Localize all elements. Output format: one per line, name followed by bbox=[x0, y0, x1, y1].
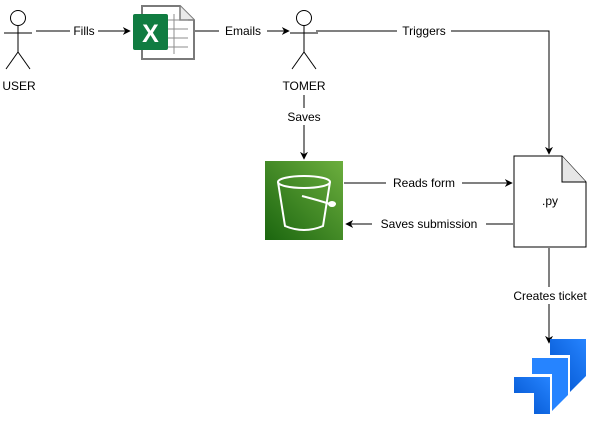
user-actor: USER bbox=[2, 10, 36, 93]
edge-saves: Saves bbox=[282, 95, 326, 160]
edge-label-saves-submission: Saves submission bbox=[381, 217, 478, 231]
jira-icon bbox=[514, 339, 586, 414]
edge-label-creates-ticket: Creates ticket bbox=[513, 289, 587, 303]
edge-saves-submission: Saves submission bbox=[345, 216, 513, 232]
edge-triggers: Triggers bbox=[316, 23, 553, 155]
edge-creates-ticket: Creates ticket bbox=[504, 248, 594, 344]
s3-bucket-icon bbox=[265, 161, 343, 240]
edge-emails: Emails bbox=[195, 23, 290, 39]
stick-figure-icon bbox=[4, 10, 32, 70]
script-label: .py bbox=[542, 194, 558, 208]
edge-label-reads-form: Reads form bbox=[393, 176, 455, 190]
edge-reads-form: Reads form bbox=[344, 175, 513, 191]
tomer-label: TOMER bbox=[282, 79, 325, 93]
svg-text:X: X bbox=[142, 20, 159, 48]
excel-icon: X bbox=[133, 5, 195, 60]
stick-figure-icon bbox=[290, 10, 318, 70]
tomer-actor: TOMER bbox=[282, 10, 326, 93]
edge-fills: Fills bbox=[36, 23, 131, 39]
python-script-file: .py bbox=[513, 155, 587, 248]
excel-badge bbox=[133, 14, 168, 50]
edge-label-saves: Saves bbox=[287, 110, 320, 124]
edge-label-triggers: Triggers bbox=[402, 24, 446, 38]
edge-label-emails: Emails bbox=[225, 24, 261, 38]
user-label: USER bbox=[2, 79, 36, 93]
edge-label-fills: Fills bbox=[73, 24, 94, 38]
